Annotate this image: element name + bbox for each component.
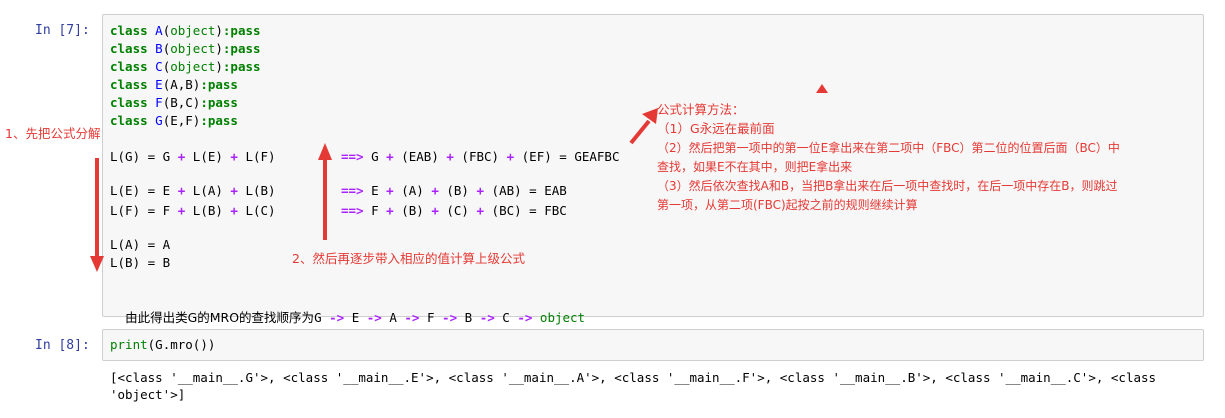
annotation-method-1: （1）G永远在最前面 xyxy=(657,121,775,136)
arrow-method-icon xyxy=(629,108,658,145)
class-name: C xyxy=(155,59,163,74)
lf-left: L(F) = F + L(B) + L(C) xyxy=(110,203,276,218)
keyword-class: class xyxy=(110,95,156,110)
print-args: (G.mro()) xyxy=(147,337,216,352)
arrow-step2-icon xyxy=(318,143,332,240)
cell8-code: print(G.mro()) xyxy=(110,336,215,354)
lg-right: ==> G + (EAB) + (FBC) + (EF) = GEAFBC xyxy=(341,149,620,164)
pass-stmt: :pass xyxy=(200,77,238,92)
lb-line: L(B) = B xyxy=(110,255,171,270)
mro-chain: G -> E -> A -> F -> B -> C -> object xyxy=(314,310,586,325)
keyword-class: class xyxy=(110,23,156,38)
le-left: L(E) = E + L(A) + L(B) xyxy=(110,183,276,198)
cell8-output-line1: [<class '__main__.G'>, <class '__main__.… xyxy=(110,370,1157,385)
annotation-method-3a: （3）然后依次查找A和B，当把B拿出来在后一项中查找时，在后一项中存在B，则跳过 xyxy=(657,179,1118,193)
class-def-line: class C(object):pass xyxy=(110,58,261,76)
class-bases: (B,C) xyxy=(162,95,201,110)
keyword-class: class xyxy=(110,113,156,128)
class-bases: (A,B) xyxy=(162,77,201,92)
class-name: F xyxy=(155,95,163,110)
pass-stmt: :pass xyxy=(222,41,261,56)
mro-order-line: 由此得出类G的MRO的查找顺序为G -> E -> A -> F -> B ->… xyxy=(110,291,585,327)
cell8-output-line2: 'object'>] xyxy=(110,387,186,402)
class-name: G xyxy=(155,113,163,128)
cell7-prompt: In [7]: xyxy=(35,23,90,38)
class-def-line: class B(object):pass xyxy=(110,40,261,58)
cell7-code-editor[interactable] xyxy=(102,14,1204,317)
lf-right: ==> F + (B) + (C) + (BC) = FBC xyxy=(341,203,567,218)
class-bases: (E,F) xyxy=(162,113,201,128)
pass-stmt: :pass xyxy=(200,113,238,128)
class-def-line: class E(A,B):pass xyxy=(110,76,238,94)
keyword-class: class xyxy=(110,77,156,92)
pass-stmt: :pass xyxy=(222,23,261,38)
class-bases: (object) xyxy=(162,41,223,56)
pass-stmt: :pass xyxy=(200,95,238,110)
class-bases: (object) xyxy=(162,23,223,38)
cell8-prompt: In [8]: xyxy=(35,338,90,353)
class-def-line: class G(E,F):pass xyxy=(110,112,238,130)
triangle-marker-icon xyxy=(816,84,828,93)
annotation-method-3b: 第一项，从第二项(FBC)起按之前的规则继续计算 xyxy=(657,198,918,212)
mro-prefix: 由此得出类G的MRO的查找顺序为 xyxy=(125,310,315,325)
la-line: L(A) = A xyxy=(110,237,171,252)
annotation-method-title: 公式计算方法： xyxy=(657,102,745,117)
annotation-step2: 2、然后再逐步带入相应的值计算上级公式 xyxy=(292,251,525,266)
le-right: ==> E + (A) + (B) + (AB) = EAB xyxy=(341,183,567,198)
annotation-step1: 1、先把公式分解 xyxy=(5,126,101,141)
class-def-line: class F(B,C):pass xyxy=(110,94,238,112)
print-builtin: print xyxy=(110,337,148,352)
annotation-method-2a: （2）然后把第一项中的第一位E拿出来在第二项中（FBC）第二位的位置后面（BC）… xyxy=(657,141,1120,155)
lg-left: L(G) = G + L(E) + L(F) xyxy=(110,149,276,164)
class-def-line: class A(object):pass xyxy=(110,22,261,40)
class-name: B xyxy=(155,41,163,56)
annotation-method-2b: 查找，如果E不在其中，则把E拿出来 xyxy=(657,160,853,174)
cell8-code-editor[interactable] xyxy=(102,329,1204,361)
keyword-class: class xyxy=(110,41,156,56)
class-name: A xyxy=(155,23,163,38)
pass-stmt: :pass xyxy=(222,59,261,74)
keyword-class: class xyxy=(110,59,156,74)
class-bases: (object) xyxy=(162,59,223,74)
arrow-step1-icon xyxy=(90,158,104,272)
class-name: E xyxy=(155,77,163,92)
